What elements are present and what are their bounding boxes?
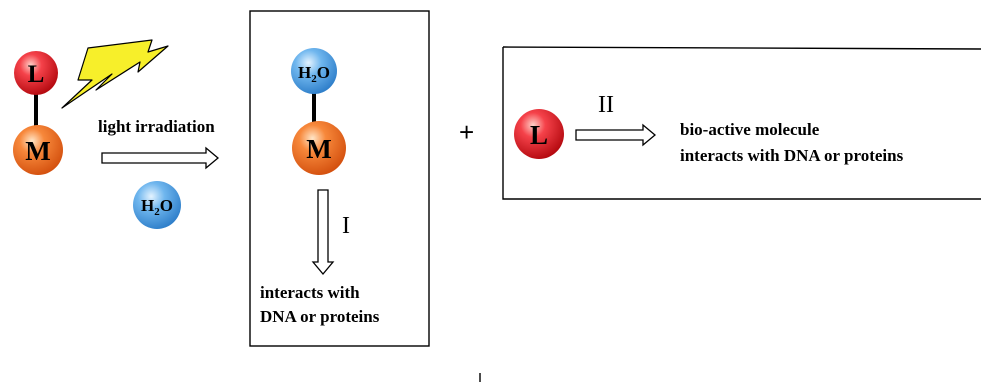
- ligand-sphere: [14, 51, 58, 95]
- bound-water-label: H2O: [298, 63, 330, 85]
- complex-interaction-line2: DNA or proteins: [260, 307, 380, 326]
- aquated-metal-label: M: [306, 134, 331, 164]
- aquated-complex-box: [249, 10, 430, 347]
- lightning-bolt-icon: [61, 39, 169, 109]
- pathway-two-arrow-icon: [575, 123, 657, 147]
- water-sphere: [133, 181, 181, 229]
- aquated-metal-sphere: [292, 121, 346, 175]
- complex-interaction-line1: interacts with: [260, 283, 360, 302]
- released-ligand-sphere: [514, 109, 564, 159]
- bioactive-line1: bio-active molecule: [680, 120, 820, 139]
- released-ligand-label: L: [530, 120, 548, 150]
- bioactive-line2: interacts with DNA or proteins: [680, 146, 904, 165]
- released-ligand-box: [502, 46, 981, 200]
- plus-sign: +: [459, 117, 474, 147]
- pathway-one-label: I: [342, 213, 350, 239]
- water-label: H2O: [141, 196, 173, 218]
- pathway-two-label: II: [598, 92, 614, 118]
- bound-water-sphere: [291, 48, 337, 94]
- light-irradiation-caption: light irradiation: [98, 117, 215, 136]
- metal-sphere: [13, 125, 63, 175]
- pathway-one-arrow-icon: [311, 189, 335, 276]
- double-arrow-icon: [101, 146, 220, 170]
- ligand-label: L: [28, 61, 45, 88]
- metal-label: M: [25, 136, 50, 166]
